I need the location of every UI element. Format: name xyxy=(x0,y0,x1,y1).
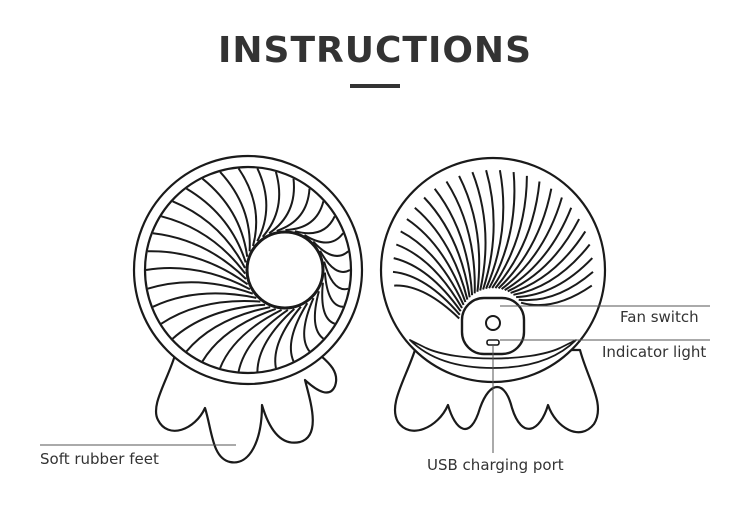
grill-spoke xyxy=(303,297,315,353)
grill-spoke xyxy=(256,167,268,242)
usb-port-label: USB charging port xyxy=(427,456,564,474)
grill-spoke xyxy=(518,271,594,302)
grill-spoke xyxy=(312,240,349,257)
fan-front-illustration xyxy=(132,154,364,464)
fan-switch-button xyxy=(485,315,501,331)
title-underline xyxy=(350,84,400,88)
grill-spoke xyxy=(185,306,271,353)
back-grill-spokes xyxy=(392,169,594,320)
grill-spoke xyxy=(516,257,594,299)
grill-spoke xyxy=(274,306,302,369)
grill-spoke xyxy=(458,175,481,292)
grill-spoke xyxy=(423,196,471,298)
grill-spoke xyxy=(485,170,505,290)
grill-spoke xyxy=(513,243,591,296)
front-hub xyxy=(245,230,325,310)
fan-back-illustration xyxy=(379,156,607,434)
grill-spoke xyxy=(172,200,246,269)
grill-spoke xyxy=(494,181,541,289)
grill-spoke xyxy=(488,172,516,289)
grill-spoke xyxy=(147,250,249,286)
grill-spoke xyxy=(145,267,251,291)
grill-spoke xyxy=(323,261,349,291)
grill-spoke xyxy=(152,292,257,308)
grill-spoke xyxy=(171,303,266,340)
back-lower-panel xyxy=(409,339,577,369)
grill-spoke xyxy=(400,230,465,306)
grill-spoke xyxy=(303,232,344,244)
grill-spoke xyxy=(237,167,258,247)
grill-spoke xyxy=(321,282,336,325)
grill-spoke xyxy=(313,291,325,340)
grill-spoke xyxy=(237,309,289,372)
grill-spoke xyxy=(289,302,309,362)
grill-spoke xyxy=(433,188,474,296)
grill-spoke xyxy=(500,197,563,290)
grill-spoke xyxy=(294,215,336,235)
grill-spoke xyxy=(406,218,467,303)
grill-spoke xyxy=(507,218,580,293)
grill-spoke xyxy=(160,300,261,325)
grill-spoke xyxy=(392,270,461,316)
grill-spoke xyxy=(147,281,254,295)
grill-spoke xyxy=(497,188,553,290)
grill-spoke xyxy=(261,171,281,238)
grill-spoke xyxy=(491,175,528,289)
grill-spoke xyxy=(510,230,587,294)
grill-spoke xyxy=(520,284,593,307)
front-inner-rim xyxy=(143,165,353,375)
front-grill-spokes xyxy=(145,167,351,372)
grill-spoke xyxy=(482,169,495,290)
grill-spoke xyxy=(285,201,325,231)
grill-spoke xyxy=(394,284,460,320)
grill-spoke xyxy=(319,250,351,273)
soft-feet-label: Soft rubber feet xyxy=(40,450,159,468)
grill-spoke xyxy=(395,243,463,309)
grill-spoke xyxy=(201,307,277,362)
grill-spoke xyxy=(185,187,247,263)
grill-spoke xyxy=(219,171,251,252)
grill-spoke xyxy=(161,215,247,275)
indicator-light-label: Indicator light xyxy=(602,343,707,361)
front-feet xyxy=(155,350,338,464)
grill-spoke xyxy=(152,232,247,280)
grill-spoke xyxy=(276,188,311,232)
grill-spoke xyxy=(471,171,487,291)
usb-port xyxy=(486,339,500,346)
grill-spoke xyxy=(219,309,283,369)
grill-spoke xyxy=(445,180,476,294)
grill-spoke xyxy=(256,308,295,372)
grill-spoke xyxy=(393,257,462,312)
page-title: INSTRUCTIONS xyxy=(218,30,532,71)
fan-switch-label: Fan switch xyxy=(620,308,699,326)
grill-spoke xyxy=(201,177,249,257)
grill-spoke xyxy=(268,178,295,235)
grill-spoke xyxy=(414,206,469,300)
grill-spoke xyxy=(504,207,573,291)
grill-spoke xyxy=(323,272,344,308)
